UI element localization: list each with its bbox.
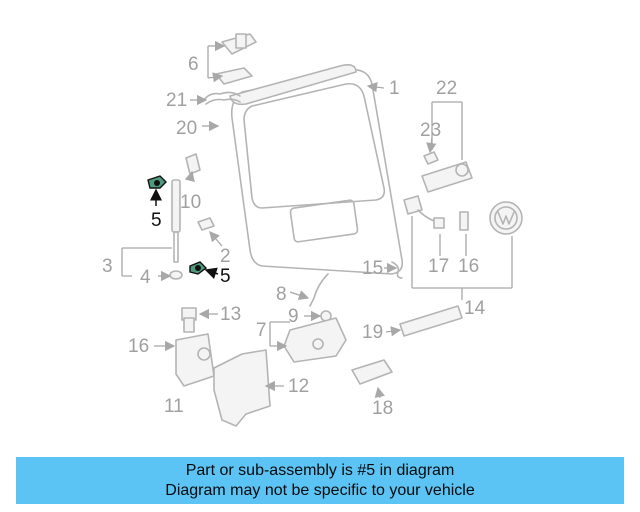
latch-part bbox=[283, 317, 347, 363]
weatherstrip-part bbox=[203, 91, 241, 105]
highlight-leader-lines bbox=[150, 188, 219, 280]
callout-labels: 1 2 3 4 5 5 6 7 8 9 10 11 12 13 14 15 16… bbox=[102, 54, 486, 419]
callout-3: 3 bbox=[102, 256, 113, 277]
callout-5-upper: 5 bbox=[151, 210, 162, 231]
callout-6: 6 bbox=[188, 54, 199, 75]
callout-5-lower: 5 bbox=[220, 266, 231, 287]
highlighted-ball-stud-lower bbox=[189, 261, 208, 275]
callout-12: 12 bbox=[288, 376, 309, 397]
clip-part bbox=[169, 270, 183, 280]
bolt-part bbox=[197, 217, 215, 231]
spoiler bbox=[229, 64, 357, 106]
callout-10: 10 bbox=[180, 192, 201, 213]
callout-16-right: 16 bbox=[458, 256, 479, 277]
bracket-part bbox=[185, 153, 201, 175]
callout-19: 19 bbox=[362, 322, 383, 343]
callout-2: 2 bbox=[220, 246, 231, 267]
switch-part bbox=[181, 307, 197, 333]
callout-11: 11 bbox=[164, 396, 184, 417]
info-banner: Part or sub-assembly is #5 in diagram Di… bbox=[16, 457, 624, 504]
handle-part bbox=[421, 161, 473, 193]
highlighted-ball-stud-upper bbox=[147, 175, 167, 189]
license-trim-part bbox=[399, 305, 463, 337]
callout-23: 23 bbox=[420, 120, 441, 141]
license-lamp-part bbox=[351, 359, 393, 385]
parts-diagram: 1 2 3 4 5 5 6 7 8 9 10 11 12 13 14 15 16… bbox=[102, 33, 523, 427]
camera-part bbox=[403, 195, 445, 229]
callout-18: 18 bbox=[372, 398, 393, 419]
callout-9: 9 bbox=[288, 306, 299, 327]
banner-line-1: Part or sub-assembly is #5 in diagram bbox=[185, 461, 455, 479]
gas-strut-part bbox=[171, 179, 181, 263]
mounting-plate-part bbox=[213, 349, 271, 427]
sensor-part bbox=[459, 211, 469, 231]
callout-17: 17 bbox=[428, 256, 449, 277]
callout-4: 4 bbox=[140, 267, 151, 288]
callout-7: 7 bbox=[256, 320, 267, 341]
callout-1: 1 bbox=[389, 78, 400, 99]
actuator-part bbox=[175, 333, 215, 387]
callout-22: 22 bbox=[436, 78, 457, 99]
callout-15: 15 bbox=[362, 258, 383, 279]
callout-16-left: 16 bbox=[128, 336, 149, 357]
callout-14: 14 bbox=[464, 298, 486, 319]
micro-switch-part bbox=[423, 151, 439, 165]
emblem-part bbox=[489, 201, 523, 235]
leader-lines bbox=[121, 40, 513, 399]
callout-21: 21 bbox=[166, 90, 187, 111]
liftgate-panel bbox=[230, 68, 404, 275]
callout-20: 20 bbox=[176, 118, 197, 139]
callout-13: 13 bbox=[220, 304, 241, 325]
cable-part bbox=[309, 273, 329, 307]
banner-line-2: Diagram may not be specific to your vehi… bbox=[165, 481, 475, 499]
callout-8: 8 bbox=[276, 284, 287, 305]
